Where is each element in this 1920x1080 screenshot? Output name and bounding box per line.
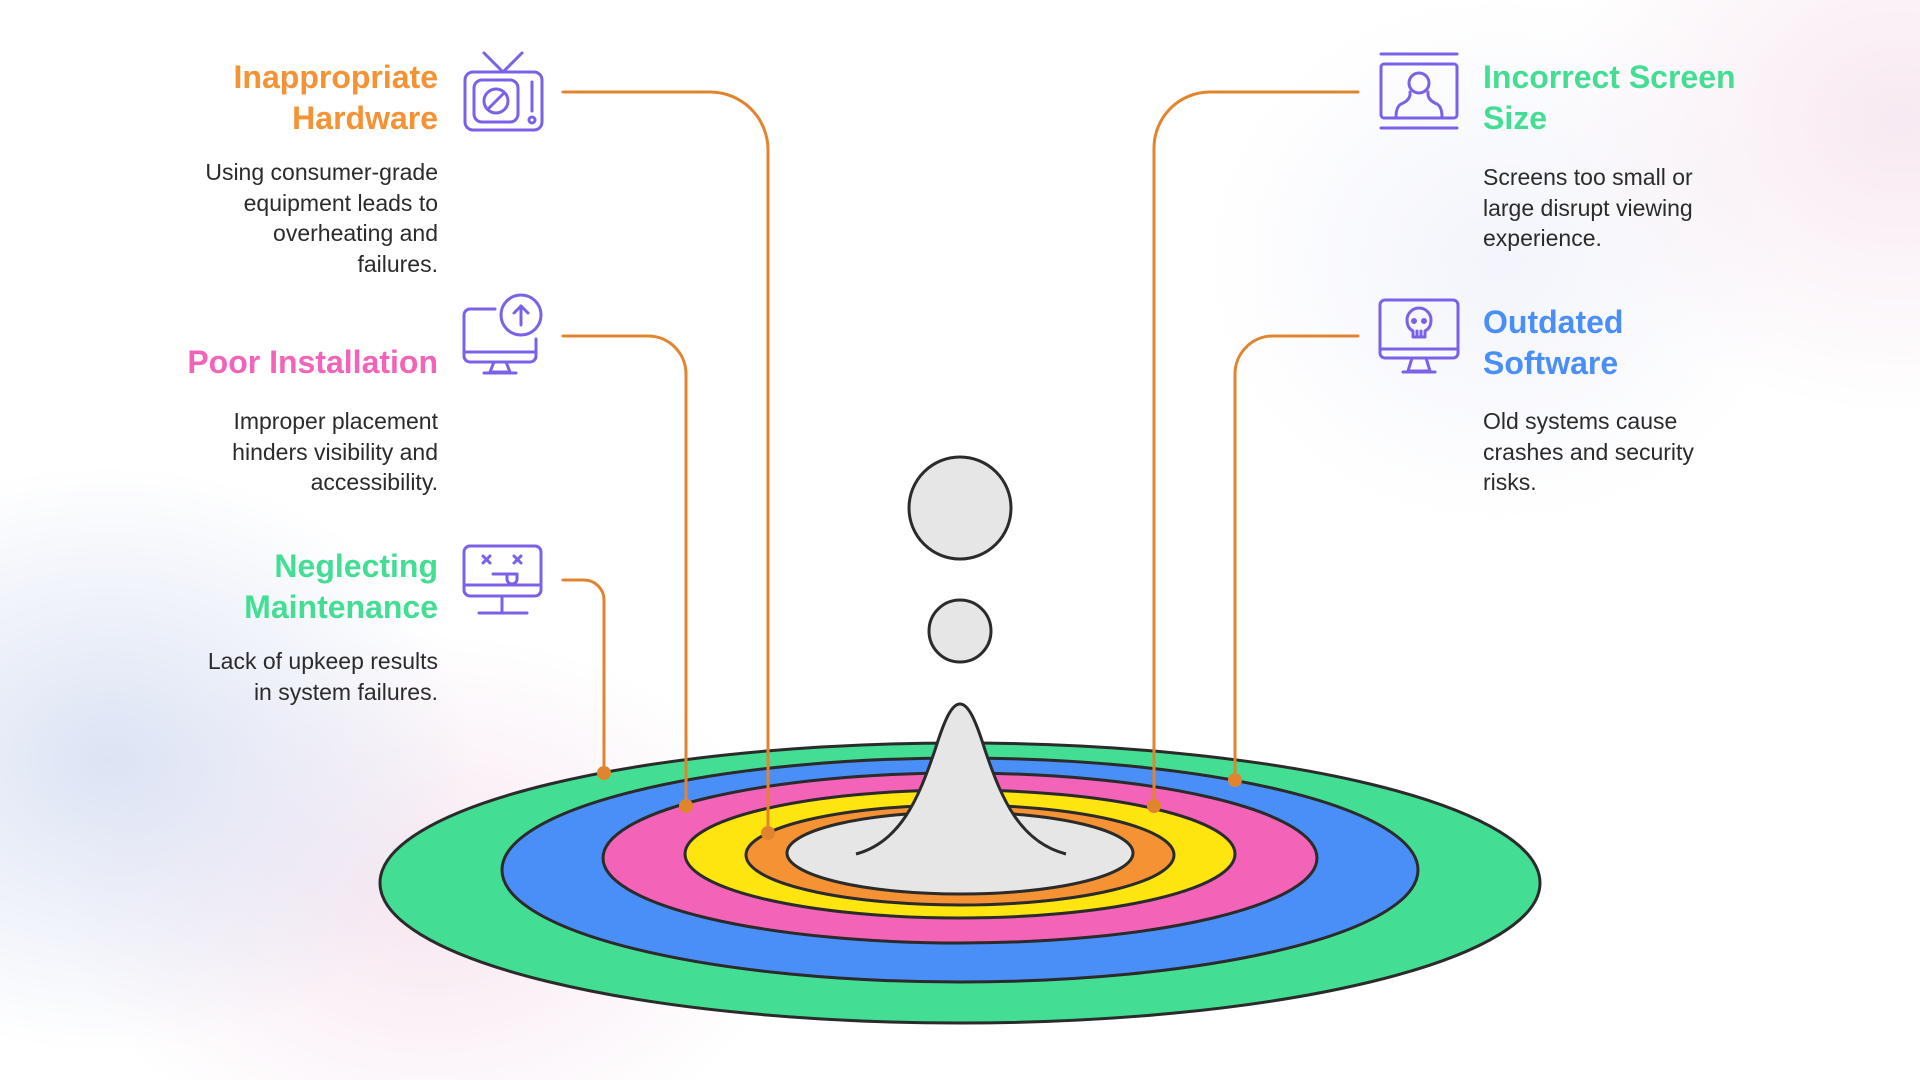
connector-poor-installation	[561, 334, 688, 808]
screen-user-icon	[1379, 52, 1459, 130]
title-line: Incorrect Screen	[1483, 59, 1736, 95]
desc-line: equipment leads to	[243, 189, 438, 216]
dot-inappropriate-hardware	[761, 826, 775, 840]
desc-line: accessibility.	[310, 469, 438, 495]
connector-dots	[597, 766, 1242, 840]
ripple-rings	[378, 741, 1542, 1025]
drop-large	[907, 455, 1013, 561]
desc-line: Using consumer-grade	[205, 159, 438, 185]
title-incorrect-screen-size: Incorrect Screen Size	[1483, 57, 1736, 139]
desc-line: large disrupt viewing	[1483, 194, 1693, 221]
desc-line: risks.	[1483, 469, 1537, 495]
dot-incorrect-screen-size	[1147, 799, 1161, 813]
connector-outdated-software	[1233, 334, 1360, 782]
connector-inappropriate-hardware	[561, 90, 770, 835]
drop-small	[927, 598, 993, 664]
tv-warning-icon	[463, 51, 544, 132]
connector-neglecting-maintenance	[561, 578, 606, 775]
title-line: Inappropriate	[233, 59, 438, 95]
title-line: Software	[1483, 345, 1619, 381]
dot-poor-installation	[679, 799, 693, 813]
desc-line: in system failures.	[253, 678, 438, 705]
desc-outdated-software: Old systems cause crashes and security r…	[1483, 406, 1694, 498]
monitor-dead-face-icon	[462, 544, 543, 615]
desc-poor-installation: Improper placement hinders visibility an…	[232, 406, 438, 498]
connector-incorrect-screen-size	[1152, 90, 1360, 808]
desc-line: Screens too small or	[1483, 164, 1693, 190]
monitor-skull-icon	[1378, 298, 1460, 374]
desc-line: Lack of upkeep results	[207, 648, 438, 674]
title-line: Poor Installation	[187, 344, 438, 380]
title-line: Outdated	[1483, 304, 1624, 340]
desc-incorrect-screen-size: Screens too small or large disrupt viewi…	[1483, 162, 1693, 254]
title-inappropriate-hardware: Inappropriate Hardware	[234, 57, 438, 139]
monitor-upload-icon	[462, 293, 543, 375]
connectors	[561, 90, 1360, 835]
title-line: Neglecting	[274, 548, 438, 584]
title-outdated-software: Outdated Software	[1483, 302, 1623, 384]
title-neglecting-maintenance: Neglecting Maintenance	[244, 546, 438, 628]
title-line: Maintenance	[244, 589, 438, 625]
splash-peak-outline	[855, 702, 1067, 856]
desc-line: crashes and security	[1483, 438, 1694, 465]
desc-line: failures.	[357, 250, 438, 277]
desc-neglecting-maintenance: Lack of upkeep results in system failure…	[208, 646, 438, 707]
title-poor-installation: Poor Installation	[187, 342, 438, 383]
desc-inappropriate-hardware: Using consumer-grade equipment leads to …	[205, 157, 438, 279]
desc-line: Old systems cause	[1483, 408, 1678, 434]
title-line: Size	[1483, 100, 1548, 136]
desc-line: overheating and	[273, 220, 438, 246]
desc-line: hinders visibility and	[232, 438, 438, 465]
dot-neglecting-maintenance	[597, 766, 611, 780]
dot-outdated-software	[1228, 773, 1242, 787]
title-line: Hardware	[292, 100, 438, 136]
desc-line: experience.	[1483, 225, 1602, 251]
desc-line: Improper placement	[233, 408, 438, 434]
